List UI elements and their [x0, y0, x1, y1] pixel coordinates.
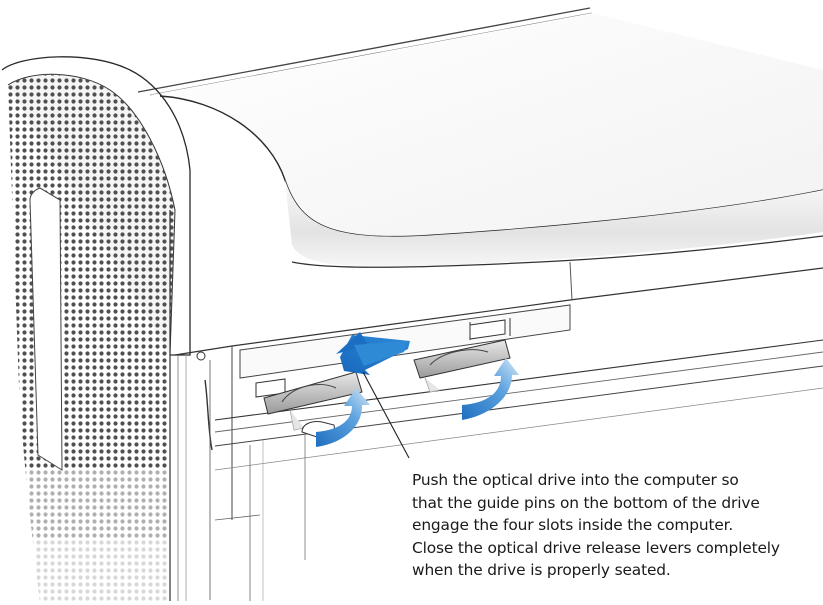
instruction-caption: Push the optical drive into the computer…	[412, 469, 820, 582]
release-lever-left	[255, 371, 363, 560]
caption-line: Close the optical drive release levers c…	[412, 538, 780, 557]
caption-line: engage the four slots inside the compute…	[412, 516, 734, 534]
release-lever-right	[413, 319, 511, 393]
rotate-lever-arrow-icon	[462, 358, 519, 420]
rotate-lever-arrow-icon	[316, 388, 370, 447]
caption-line: Push the optical drive into the computer…	[412, 471, 739, 489]
front-perforated-panel	[1, 56, 191, 602]
caption-line: when the drive is properly seated.	[412, 561, 671, 579]
callout-leader-line	[362, 371, 410, 459]
push-direction-arrow-icon	[336, 332, 410, 375]
top-lid	[137, 7, 823, 301]
caption-line: that the guide pins on the bottom of the…	[412, 493, 760, 512]
